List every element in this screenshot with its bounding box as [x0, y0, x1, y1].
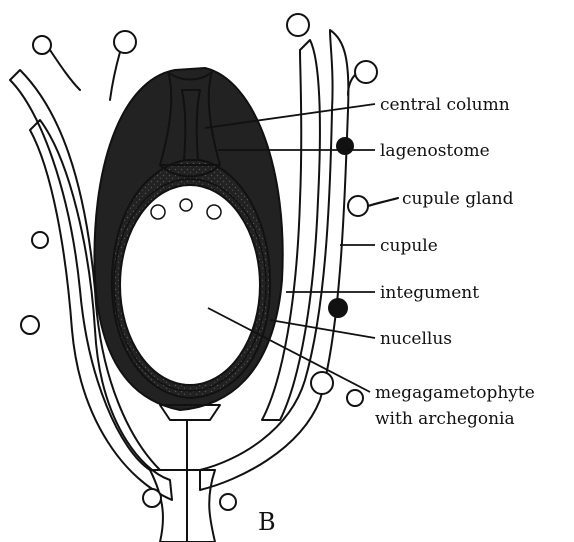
archegonium-3	[207, 205, 221, 219]
megagametophyte-shape	[120, 185, 260, 385]
panel-letter: B	[258, 508, 276, 536]
leader-cupule-gland	[368, 198, 398, 206]
label-cupule-gland: cupule gland	[402, 189, 514, 209]
archegonium-1	[151, 205, 165, 219]
label-with-archegonia: with archegonia	[375, 409, 515, 429]
archegonium-2	[180, 199, 192, 211]
label-cupule: cupule	[380, 236, 438, 256]
label-megagametophyte: megagametophyte	[375, 383, 535, 403]
stalk	[150, 470, 215, 542]
leader-nucellus	[270, 320, 375, 338]
label-lagenostome: lagenostome	[380, 141, 490, 161]
label-nucellus: nucellus	[380, 329, 452, 349]
label-integument: integument	[380, 283, 479, 303]
label-central-column: central column	[380, 95, 510, 115]
